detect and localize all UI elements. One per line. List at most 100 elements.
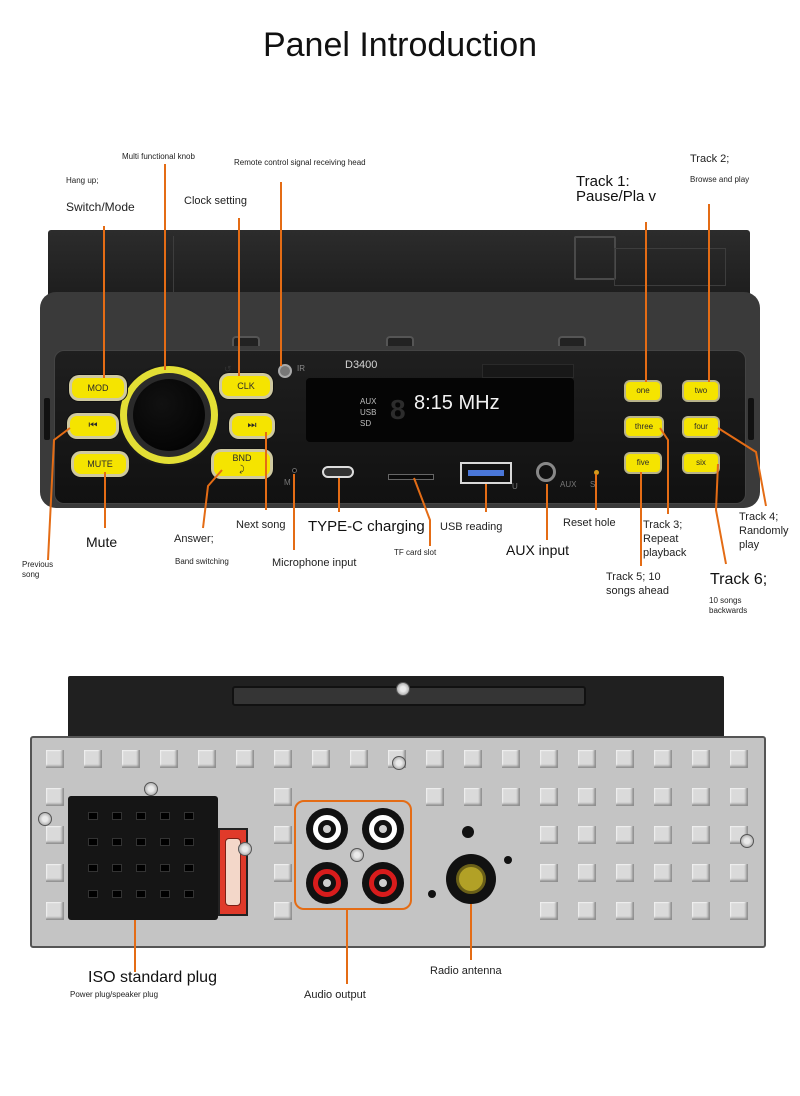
label-track4: Track 4; Randomly play xyxy=(739,510,799,552)
iso-connector[interactable] xyxy=(68,796,218,920)
next-icon: ⏭ xyxy=(248,420,257,431)
label-multi-knob: Multi functional knob xyxy=(122,152,195,162)
embossed-square xyxy=(578,750,596,768)
answer-phone-icon: ⤸ xyxy=(214,464,270,475)
mod-button[interactable]: MOD xyxy=(72,378,124,398)
multi-function-knob[interactable] xyxy=(133,379,205,451)
rca-white-left[interactable] xyxy=(306,808,348,850)
previous-icon: ⏮ xyxy=(89,420,98,431)
embossed-square xyxy=(274,826,292,844)
housing-tab xyxy=(574,236,616,280)
mounting-hole xyxy=(428,890,436,898)
iso-pin xyxy=(184,838,194,846)
embossed-square xyxy=(160,750,178,768)
embossed-square xyxy=(692,826,710,844)
leader-line-iso xyxy=(134,920,136,972)
screw-icon xyxy=(396,682,410,696)
label-track2-title: Track 2; xyxy=(690,152,729,166)
side-release-tab xyxy=(44,398,50,440)
iso-pin xyxy=(112,812,122,820)
embossed-square xyxy=(578,788,596,806)
iso-pin xyxy=(88,812,98,820)
embossed-square xyxy=(578,864,596,882)
usb-port-label: U xyxy=(512,482,518,491)
iso-pin xyxy=(112,864,122,872)
leader-line-mute xyxy=(104,472,106,528)
mute-button[interactable]: MUTE xyxy=(74,454,126,474)
label-mute: Mute xyxy=(86,534,117,551)
embossed-square xyxy=(616,750,634,768)
leader-line-mode xyxy=(103,226,105,378)
preset-button-three[interactable]: three xyxy=(626,418,662,436)
embossed-square xyxy=(654,826,672,844)
leader-line-antenna xyxy=(470,904,472,960)
aux-jack[interactable] xyxy=(536,462,556,482)
embossed-square xyxy=(540,750,558,768)
iso-pin xyxy=(112,890,122,898)
embossed-square xyxy=(578,826,596,844)
embossed-square xyxy=(46,902,64,920)
clk-button[interactable]: CLK xyxy=(222,376,270,396)
embossed-square xyxy=(464,788,482,806)
iso-pin xyxy=(184,812,194,820)
label-previous-song: Previous song xyxy=(22,560,66,580)
panel-notch xyxy=(386,336,414,346)
preset-six-label: six xyxy=(696,458,706,467)
lcd-source-aux: AUX xyxy=(360,396,376,407)
embossed-square xyxy=(274,864,292,882)
embossed-square xyxy=(616,864,634,882)
model-label: D3400 xyxy=(345,359,377,371)
label-reset-hole: Reset hole xyxy=(563,516,616,530)
preset-one-label: one xyxy=(636,386,649,395)
leader-line-audio xyxy=(346,910,348,984)
label-track6-sub: 10 songs backwards xyxy=(709,596,771,616)
rca-white-right[interactable] xyxy=(362,808,404,850)
embossed-square xyxy=(692,750,710,768)
antenna-socket[interactable] xyxy=(446,854,496,904)
lcd-ghost-digit: 8 xyxy=(390,394,406,426)
preset-button-six[interactable]: six xyxy=(684,454,718,472)
label-clock-setting: Clock setting xyxy=(184,194,247,208)
screw-icon xyxy=(238,842,252,856)
previous-song-button[interactable]: ⏮ xyxy=(70,416,116,436)
label-power-plug: Power plug/speaker plug xyxy=(70,990,158,1000)
preset-button-two[interactable]: two xyxy=(684,382,718,400)
lcd-source-list: AUX USB SD xyxy=(360,396,376,429)
embossed-square xyxy=(654,902,672,920)
embossed-square xyxy=(274,902,292,920)
aux-port-label: AUX xyxy=(560,480,576,489)
usb-c-port[interactable] xyxy=(322,466,354,478)
iso-pin xyxy=(112,838,122,846)
rca-red-left[interactable] xyxy=(306,862,348,904)
ir-window xyxy=(482,364,574,378)
embossed-square xyxy=(274,750,292,768)
embossed-square xyxy=(274,788,292,806)
leader-line-usb xyxy=(485,484,487,512)
page-title: Panel Introduction xyxy=(0,26,800,65)
iso-pin xyxy=(88,864,98,872)
tf-card-slot[interactable] xyxy=(388,474,434,480)
embossed-square xyxy=(46,826,64,844)
preset-button-four[interactable]: four xyxy=(684,418,718,436)
rca-pin xyxy=(323,879,331,887)
leader-line-type-c xyxy=(338,478,340,512)
usb-a-tongue xyxy=(468,470,504,476)
embossed-square xyxy=(616,788,634,806)
iso-pin xyxy=(160,864,170,872)
embossed-square xyxy=(578,902,596,920)
embossed-square xyxy=(692,864,710,882)
preset-two-label: two xyxy=(695,386,707,395)
preset-five-label: five xyxy=(637,458,649,467)
embossed-square xyxy=(540,864,558,882)
iso-pin xyxy=(184,864,194,872)
usb-a-port[interactable] xyxy=(460,462,512,484)
leader-line-next-song xyxy=(265,432,267,510)
rca-red-right[interactable] xyxy=(362,862,404,904)
iso-pin xyxy=(184,890,194,898)
bnd-button[interactable]: BND ⤸ xyxy=(214,452,270,476)
preset-button-five[interactable]: five xyxy=(626,454,660,472)
rca-pin xyxy=(379,879,387,887)
embossed-square xyxy=(730,788,748,806)
preset-button-one[interactable]: one xyxy=(626,382,660,400)
embossed-square xyxy=(426,788,444,806)
